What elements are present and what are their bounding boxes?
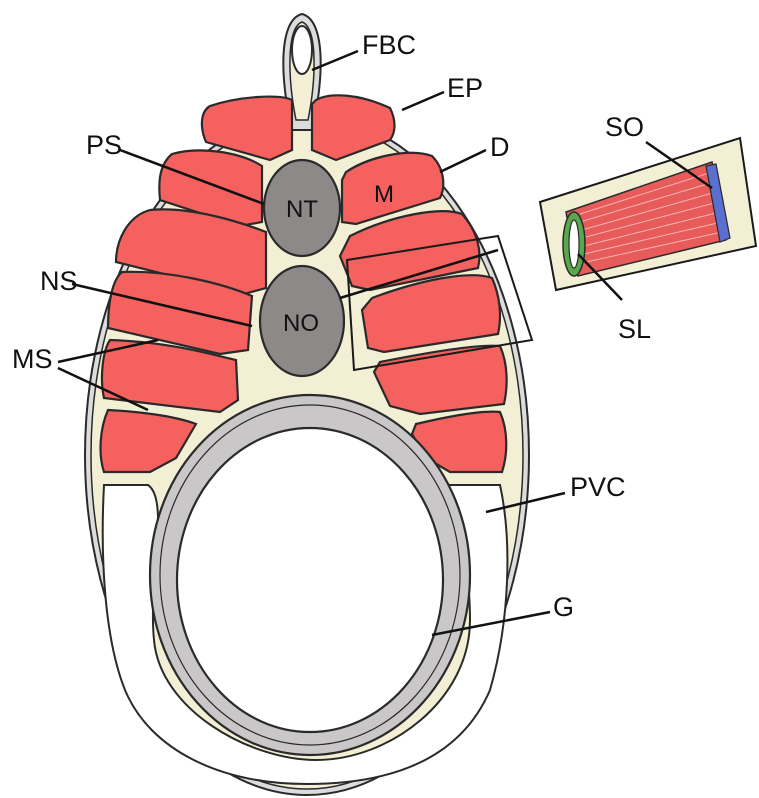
muscle-fiber-inset — [540, 138, 756, 290]
label-m: M — [374, 181, 394, 208]
gut — [150, 395, 470, 755]
label-ms: MS — [12, 344, 53, 374]
label-pvc: PVC — [570, 472, 626, 502]
label-d: D — [490, 132, 510, 162]
label-no: NO — [283, 310, 319, 337]
label-so: SO — [605, 112, 644, 142]
label-fbc: FBC — [362, 30, 416, 60]
label-g: G — [553, 592, 574, 622]
label-ep: EP — [447, 73, 483, 103]
label-sl: SL — [618, 314, 651, 344]
label-ns: NS — [40, 266, 78, 296]
label-nt: NT — [286, 196, 318, 223]
label-ps: PS — [86, 130, 122, 160]
